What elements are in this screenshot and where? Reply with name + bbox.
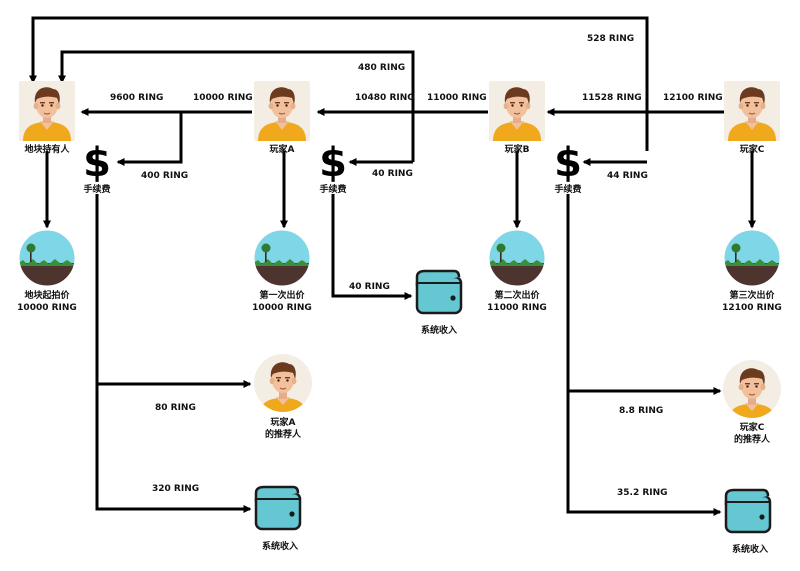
flow-label-c-to-b: 11528 RING: [582, 93, 642, 103]
arrow-fee3-referrer: [566, 194, 722, 395]
flow-label-c-out: 12100 RING: [663, 93, 723, 103]
fee-node-1: $ 手续费: [83, 140, 111, 195]
flow-label-fee2: 40 RING: [372, 169, 413, 179]
flow-label-a-to-owner: 9600 RING: [110, 93, 163, 103]
player-c-node: 玩家C: [723, 80, 781, 155]
land-item-0-title: 地块起拍价: [24, 289, 70, 301]
player-a-label: 玩家A: [270, 143, 295, 155]
wallet-icon: [415, 269, 463, 315]
referrer-a-avatar: [254, 354, 312, 417]
land-item-0-value: 10000 RING: [17, 303, 77, 313]
referrer-a-label-1: 玩家A: [271, 416, 296, 428]
fee-label-1: 手续费: [83, 183, 110, 195]
land-item-2-title: 第二次出价: [494, 289, 540, 301]
land-icon: [17, 228, 77, 293]
player-a-node: 玩家A: [253, 80, 311, 155]
dollar-icon: $: [554, 140, 582, 186]
land-item-1: 第一次出价 10000 RING: [252, 228, 312, 313]
player-c-label: 玩家C: [740, 143, 765, 155]
system-income-label: 系统收入: [262, 540, 298, 552]
flow-label-fee1-referrer: 80 RING: [155, 403, 196, 413]
flow-label-top-528: 528 RING: [587, 34, 634, 44]
landowner-label: 地块持有人: [24, 143, 70, 155]
flow-label-fee2-system: 40 RING: [349, 282, 390, 292]
land-item-2: 第二次出价 11000 RING: [487, 228, 547, 313]
land-icon: [252, 228, 312, 293]
land-item-0: 地块起拍价 10000 RING: [17, 228, 77, 313]
arrow-fee1-referrer: [95, 194, 252, 388]
arrow-fee-1: [116, 112, 183, 166]
fee-label-3: 手续费: [554, 183, 581, 195]
arrow-fee2-system: [331, 194, 413, 300]
land-icon: [722, 228, 782, 293]
fee-node-2: $ 手续费: [319, 140, 347, 195]
dollar-icon: $: [319, 140, 347, 186]
flow-label-fee1-system: 320 RING: [152, 484, 199, 494]
arrow-fee3-system: [566, 391, 722, 516]
landowner-avatar: [18, 80, 76, 142]
land-icon: [487, 228, 547, 293]
landowner-node: 地块持有人: [18, 80, 76, 155]
player-a-avatar: [253, 80, 311, 142]
land-item-1-value: 10000 RING: [252, 303, 312, 313]
fee-label-2: 手续费: [319, 183, 346, 195]
dollar-icon: $: [83, 140, 111, 186]
land-item-3-title: 第三次出价: [729, 289, 775, 301]
arrow-top-528: [29, 16, 649, 151]
referrer-a-node: 玩家A 的推荐人: [254, 354, 312, 440]
system-income-label: 系统收入: [421, 324, 457, 336]
system-income-left: 系统收入: [254, 485, 302, 552]
system-income-mid: 系统收入: [415, 269, 463, 336]
flow-label-b-out: 11000 RING: [427, 93, 487, 103]
flow-label-b-to-a: 10480 RING: [355, 93, 415, 103]
land-item-3: 第三次出价 12100 RING: [722, 228, 782, 313]
referrer-a-label-2: 的推荐人: [265, 428, 302, 440]
wallet-icon: [254, 485, 302, 531]
flow-label-fee3: 44 RING: [607, 171, 648, 181]
arrow-top-480: [58, 50, 415, 162]
flow-lines: [29, 16, 756, 516]
referrer-c-label-2: 的推荐人: [734, 433, 771, 445]
player-b-node: 玩家B: [488, 80, 546, 155]
flow-label-top-480: 480 RING: [358, 63, 405, 73]
player-b-avatar: [488, 80, 546, 142]
player-c-avatar: [723, 80, 781, 142]
referrer-c-node: 玩家C 的推荐人: [723, 360, 781, 445]
land-item-2-value: 11000 RING: [487, 303, 547, 313]
flow-label-fee3-system: 35.2 RING: [617, 488, 668, 498]
player-b-label: 玩家B: [505, 143, 530, 155]
fee-node-3: $ 手续费: [554, 140, 582, 195]
system-income-label: 系统收入: [732, 543, 768, 555]
wallet-icon: [724, 488, 772, 534]
land-item-1-title: 第一次出价: [259, 289, 305, 301]
referrer-c-avatar: [723, 360, 781, 423]
flow-labels: 528 RING 480 RING 9600 RING 10000 RING 1…: [110, 34, 723, 498]
flow-label-fee3-referrer: 8.8 RING: [619, 406, 663, 416]
land-item-3-value: 12100 RING: [722, 303, 782, 313]
arrow-fee1-system: [95, 384, 252, 513]
referrer-c-label-1: 玩家C: [740, 421, 765, 433]
flow-label-a-out: 10000 RING: [193, 93, 253, 103]
flow-label-fee1: 400 RING: [141, 171, 188, 181]
system-income-right: 系统收入: [724, 488, 772, 555]
